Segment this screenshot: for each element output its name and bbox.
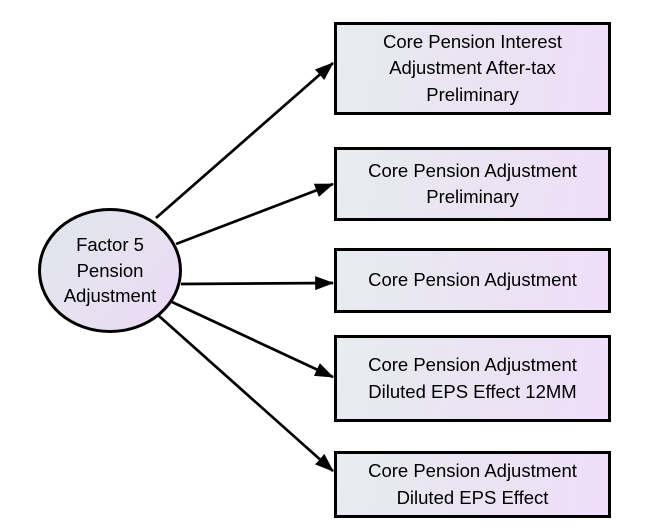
node-label: Core Pension Adjustment Diluted EPS Effe… [368, 354, 577, 402]
edge-arrow-1 [155, 61, 334, 220]
node-core-pension-adjustment: Core Pension Adjustment [334, 248, 611, 313]
edge-arrow-4 [171, 300, 334, 379]
edge-arrow-5 [158, 314, 334, 473]
node-core-pension-adjustment-diluted-eps-effect: Core Pension Adjustment Diluted EPS Effe… [334, 451, 611, 518]
node-label: Factor 5 Pension Adjustment [63, 234, 157, 307]
node-core-pension-adjustment-diluted-eps-effect-12mm: Core Pension Adjustment Diluted EPS Effe… [334, 335, 611, 422]
edge-arrow-3 [180, 276, 335, 291]
node-label: Core Pension Interest Adjustment After-t… [383, 31, 562, 105]
node-core-pension-interest-adjustment-after-tax-preliminary: Core Pension Interest Adjustment After-t… [334, 22, 611, 115]
node-label: Core Pension Adjustment Preliminary [368, 159, 577, 207]
node-core-pension-adjustment-preliminary: Core Pension Adjustment Preliminary [334, 147, 611, 221]
node-factor-5-pension-adjustment: Factor 5 Pension Adjustment [38, 208, 182, 333]
node-label: Core Pension Adjustment [368, 269, 577, 291]
edge-arrow-2 [175, 182, 335, 246]
node-label: Core Pension Adjustment Diluted EPS Effe… [368, 460, 577, 508]
